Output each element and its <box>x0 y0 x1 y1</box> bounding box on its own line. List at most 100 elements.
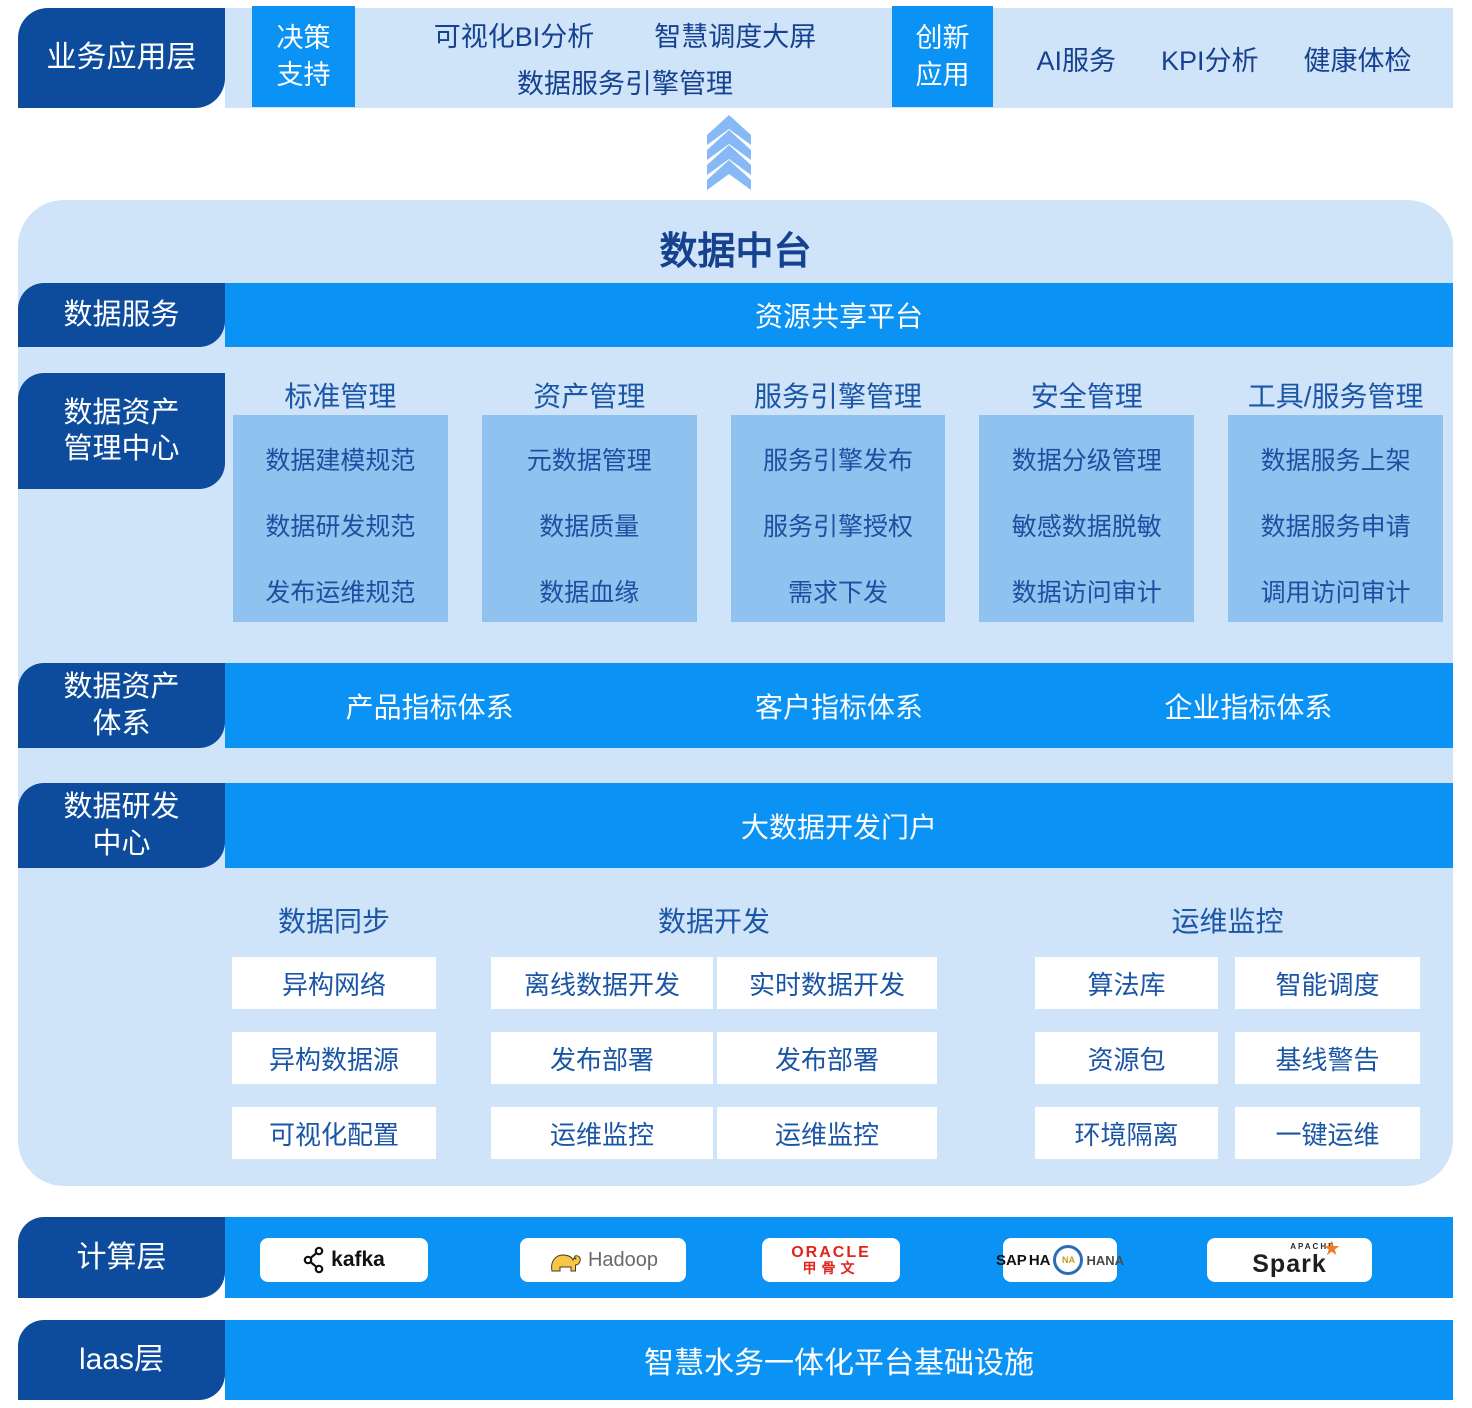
asset-column-box: 数据建模规范 数据研发规范 发布运维规范 <box>233 415 448 622</box>
decision-items: 可视化BI分析 智慧调度大屏 数据服务引擎管理 <box>365 8 885 108</box>
asset-column-header: 安全管理 <box>1030 381 1143 412</box>
dev-center-label-line1: 数据研发 <box>63 791 180 824</box>
asset-center-label-line2: 管理中心 <box>63 433 180 465</box>
app-layer-label-text: 业务应用层 <box>46 41 197 75</box>
dev-center-band: 大数据开发门户 <box>225 783 1453 868</box>
decision-support-tag: 决策 支持 <box>252 6 355 107</box>
asset-item: 敏感数据脱敏 <box>1011 513 1162 541</box>
sap-na-text: NA <box>1061 1255 1075 1265</box>
dev-item: 运维监控 <box>717 1107 937 1159</box>
asset-item: 数据研发规范 <box>265 513 416 541</box>
innovation-item: 健康体检 <box>1303 45 1412 76</box>
sap-hana-logo: SAP HA NA HANA <box>996 1238 1124 1282</box>
innovation-app-tag: 创新 应用 <box>892 6 993 107</box>
innovation-item: KPI分析 <box>1160 45 1259 76</box>
data-service-band-text: 资源共享平台 <box>754 301 923 332</box>
asset-column-box: 数据分级管理 敏感数据脱敏 数据访问审计 <box>979 415 1195 622</box>
innovation-item: AI服务 <box>1036 45 1116 76</box>
asset-item: 数据建模规范 <box>265 447 416 475</box>
oracle-wordmark: ORACLE <box>791 1243 871 1261</box>
dev-item: 可视化配置 <box>232 1107 436 1159</box>
dev-item: 离线数据开发 <box>491 957 713 1009</box>
spark-logo-text: APACHE Spark ★ <box>1252 1238 1340 1279</box>
dev-item: 一键运维 <box>1235 1107 1420 1159</box>
iaas-band-text: 智慧水务一体化平台基础设施 <box>644 1347 1034 1380</box>
data-service-label: 数据服务 <box>18 283 225 347</box>
asset-column-header: 服务引擎管理 <box>753 381 922 412</box>
kafka-logo-text: kafka <box>331 1248 385 1271</box>
dev-center-band-text: 大数据开发门户 <box>740 811 937 843</box>
asset-item: 服务引擎授权 <box>762 513 913 541</box>
asset-system-label-line1: 数据资产 <box>63 671 180 704</box>
asset-column-service-engine: 服务引擎管理 服务引擎发布 服务引擎授权 需求下发 <box>730 375 946 622</box>
iaas-layer-label-text: laas层 <box>78 1343 165 1377</box>
asset-item: 元数据管理 <box>526 447 652 475</box>
asset-column-asset: 资产管理 元数据管理 数据质量 数据血缘 <box>481 375 697 622</box>
innovation-tag-line1: 创新 <box>915 23 970 54</box>
decision-item: 数据服务引擎管理 <box>517 69 733 99</box>
decision-items-row1: 可视化BI分析 智慧调度大屏 <box>434 15 817 54</box>
sap-wordmark: SAP <box>995 1251 1027 1269</box>
up-arrow-icon <box>707 115 751 191</box>
dev-group-header-sync: 数据同步 <box>277 906 390 937</box>
data-service-label-text: 数据服务 <box>63 298 180 331</box>
asset-system-label-line2: 体系 <box>92 707 151 740</box>
dev-column-dev-b: 实时数据开发 发布部署 运维监控 <box>717 957 937 1159</box>
dev-item: 智能调度 <box>1235 957 1420 1009</box>
asset-item: 调用访问审计 <box>1260 579 1411 607</box>
decision-item: 可视化BI分析 <box>433 22 595 52</box>
asset-column-header: 标准管理 <box>284 381 397 412</box>
asset-system-band: 产品指标体系 客户指标体系 企业指标体系 <box>225 663 1453 748</box>
asset-column-tools: 工具/服务管理 数据服务上架 数据服务申请 调用访问审计 <box>1228 375 1443 622</box>
dev-center-label: 数据研发 中心 <box>18 783 225 868</box>
asset-system-item: 客户指标体系 <box>754 691 923 723</box>
dev-column-sync: 异构网络 异构数据源 可视化配置 <box>232 957 436 1159</box>
asset-center-label: 数据资产 管理中心 <box>18 373 225 489</box>
platform-title: 数据中台 <box>659 231 812 273</box>
asset-item: 数据血缘 <box>539 579 640 607</box>
decision-items-row2: 数据服务引擎管理 <box>517 62 733 101</box>
compute-layer-label-text: 计算层 <box>76 1240 167 1274</box>
dev-item: 发布部署 <box>491 1032 713 1084</box>
compute-layer-label: 计算层 <box>18 1217 225 1298</box>
dev-item: 异构网络 <box>232 957 436 1009</box>
apache-text: APACHE <box>1290 1241 1336 1251</box>
decision-item: 智慧调度大屏 <box>654 22 817 52</box>
hadoop-elephant-icon <box>548 1247 582 1273</box>
app-layer-band <box>225 8 1453 108</box>
asset-column-box: 元数据管理 数据质量 数据血缘 <box>481 415 697 622</box>
hana-text: HANA <box>1086 1252 1125 1268</box>
dev-item: 环境隔离 <box>1035 1107 1218 1159</box>
asset-item: 需求下发 <box>787 579 888 607</box>
dev-center-label-line2: 中心 <box>92 827 151 860</box>
oracle-logo-text: ORACLE 甲骨文 <box>791 1244 871 1277</box>
asset-column-header: 资产管理 <box>533 381 646 412</box>
asset-item: 数据服务上架 <box>1260 447 1411 475</box>
dev-column-ops-a: 算法库 资源包 环境隔离 <box>1035 957 1218 1159</box>
asset-system-item: 企业指标体系 <box>1164 691 1333 723</box>
asset-center-columns: 标准管理 数据建模规范 数据研发规范 发布运维规范 资产管理 元数据管理 数据质… <box>233 375 1443 622</box>
hadoop-logo-text: Hadoop <box>587 1248 659 1271</box>
asset-column-box: 服务引擎发布 服务引擎授权 需求下发 <box>730 415 946 622</box>
dev-group-header-dev: 数据开发 <box>657 906 770 937</box>
iaas-layer-band: 智慧水务一体化平台基础设施 <box>225 1320 1453 1400</box>
dev-item: 资源包 <box>1035 1032 1218 1084</box>
dev-column-dev-a: 离线数据开发 发布部署 运维监控 <box>491 957 713 1159</box>
asset-system-label: 数据资产 体系 <box>18 663 225 748</box>
dev-item: 发布部署 <box>717 1032 937 1084</box>
asset-item: 数据分级管理 <box>1011 447 1162 475</box>
dev-item: 基线警告 <box>1235 1032 1420 1084</box>
dev-item: 实时数据开发 <box>717 957 937 1009</box>
asset-item: 数据质量 <box>539 513 640 541</box>
innovation-items: AI服务 KPI分析 健康体检 <box>1000 8 1448 108</box>
app-layer-label: 业务应用层 <box>18 8 225 108</box>
dev-group-header-ops: 运维监控 <box>1171 906 1284 937</box>
sap-ha-text: HA <box>1028 1251 1051 1269</box>
sap-hana-logo-text: SAP HA NA HANA <box>996 1245 1124 1275</box>
asset-item: 发布运维规范 <box>265 579 416 607</box>
asset-center-label-line1: 数据资产 <box>63 396 180 429</box>
decision-tag-line2: 支持 <box>276 59 331 90</box>
oracle-chinese-name: 甲骨文 <box>802 1260 860 1277</box>
asset-column-standard: 标准管理 数据建模规范 数据研发规范 发布运维规范 <box>233 375 448 622</box>
